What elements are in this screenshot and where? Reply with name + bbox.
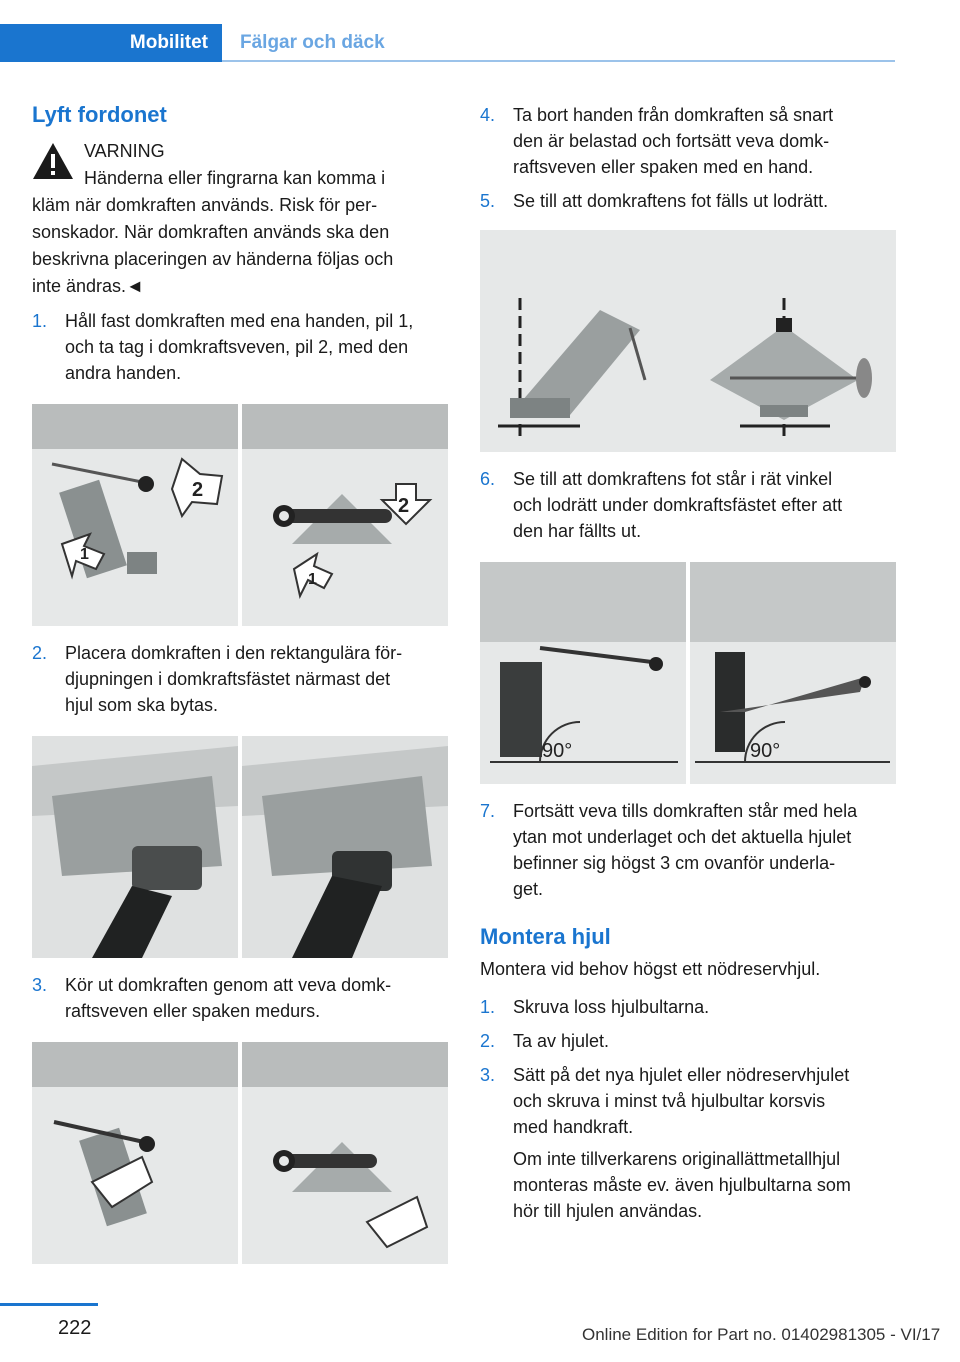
step-number: 3.	[480, 1065, 496, 1085]
placement-left	[32, 746, 238, 958]
figure-jack-right-angle: 90° 90°	[480, 562, 896, 784]
footer-accent-line	[0, 1303, 98, 1306]
step-3: 3. Kör ut domkraften genom att veva domk…	[32, 972, 448, 1024]
warning-title: VARNING	[84, 141, 165, 161]
svg-text:2: 2	[192, 479, 203, 501]
wheel-step-2: 2. Ta av hjulet.	[480, 1028, 896, 1054]
header-tabbar: Mobilitet Fälgar och däck	[0, 24, 895, 64]
section-heading-lyft-fordonet: Lyft fordonet	[32, 102, 167, 127]
svg-text:1: 1	[80, 546, 89, 563]
step-number: 6.	[480, 469, 496, 489]
wheel-step-1: 1. Skruva loss hjulbultarna.	[480, 994, 896, 1020]
step-5: 5. Se till att domkraftens fot fälls ut …	[480, 188, 896, 214]
step-number: 1.	[32, 311, 48, 331]
svg-text:1: 1	[308, 571, 317, 588]
montera-intro: Montera vid behov högst ett nödreservhju…	[480, 959, 821, 979]
warning-text: Händerna eller fingrarna kan komma i klä…	[32, 168, 394, 296]
step-4: 4. Ta bort handen från domkraften så sna…	[480, 102, 896, 180]
page-number: 222	[58, 1317, 92, 1339]
section-heading-montera-hjul: Montera hjul	[480, 924, 611, 949]
figure-jack-placement	[32, 736, 448, 958]
step-number: 1.	[480, 997, 496, 1017]
step-number: 5.	[480, 191, 496, 211]
left-column: Lyft fordonet VARNING Händerna eller fin…	[32, 100, 448, 1264]
warning-box: VARNING Händerna eller fingrarna kan kom…	[32, 138, 448, 300]
step-7: 7. Fortsätt veva tills domkraften står m…	[480, 798, 896, 902]
step-number: 2.	[480, 1031, 496, 1051]
step-2: 2. Placera domkraften i den rektangulära…	[32, 640, 448, 718]
warning-triangle-icon	[33, 143, 73, 179]
svg-text:2: 2	[398, 495, 409, 517]
figure-jack-foot-vertical	[480, 230, 896, 452]
tab-falgar-och-dack[interactable]: Fälgar och däck	[240, 32, 385, 53]
placement-right	[242, 746, 448, 958]
svg-text:90°: 90°	[542, 740, 572, 762]
svg-text:90°: 90°	[750, 740, 780, 762]
step-number: 2.	[32, 643, 48, 663]
wheel-step-3: 3. Sätt på det nya hjulet eller nödreser…	[480, 1062, 896, 1140]
step-1: 1. Håll fast domkraften med ena handen, …	[32, 308, 448, 386]
step-number: 7.	[480, 801, 496, 821]
tab-mobilitet[interactable]: Mobilitet	[0, 24, 222, 62]
step-6: 6. Se till att domkraftens fot står i rä…	[480, 466, 896, 544]
right-column: 4. Ta bort handen från domkraften så sna…	[480, 100, 896, 1224]
step-number: 3.	[32, 975, 48, 995]
step-number: 4.	[480, 105, 496, 125]
footer-edition: Online Edition for Part no. 01402981305 …	[582, 1325, 941, 1344]
wheel-note: Om inte tillverkarens originallättmetall…	[513, 1149, 851, 1221]
header-divider	[222, 60, 895, 62]
figure-jack-hold: 1 2 2 1	[32, 404, 448, 626]
figure-jack-crank	[32, 1042, 448, 1264]
